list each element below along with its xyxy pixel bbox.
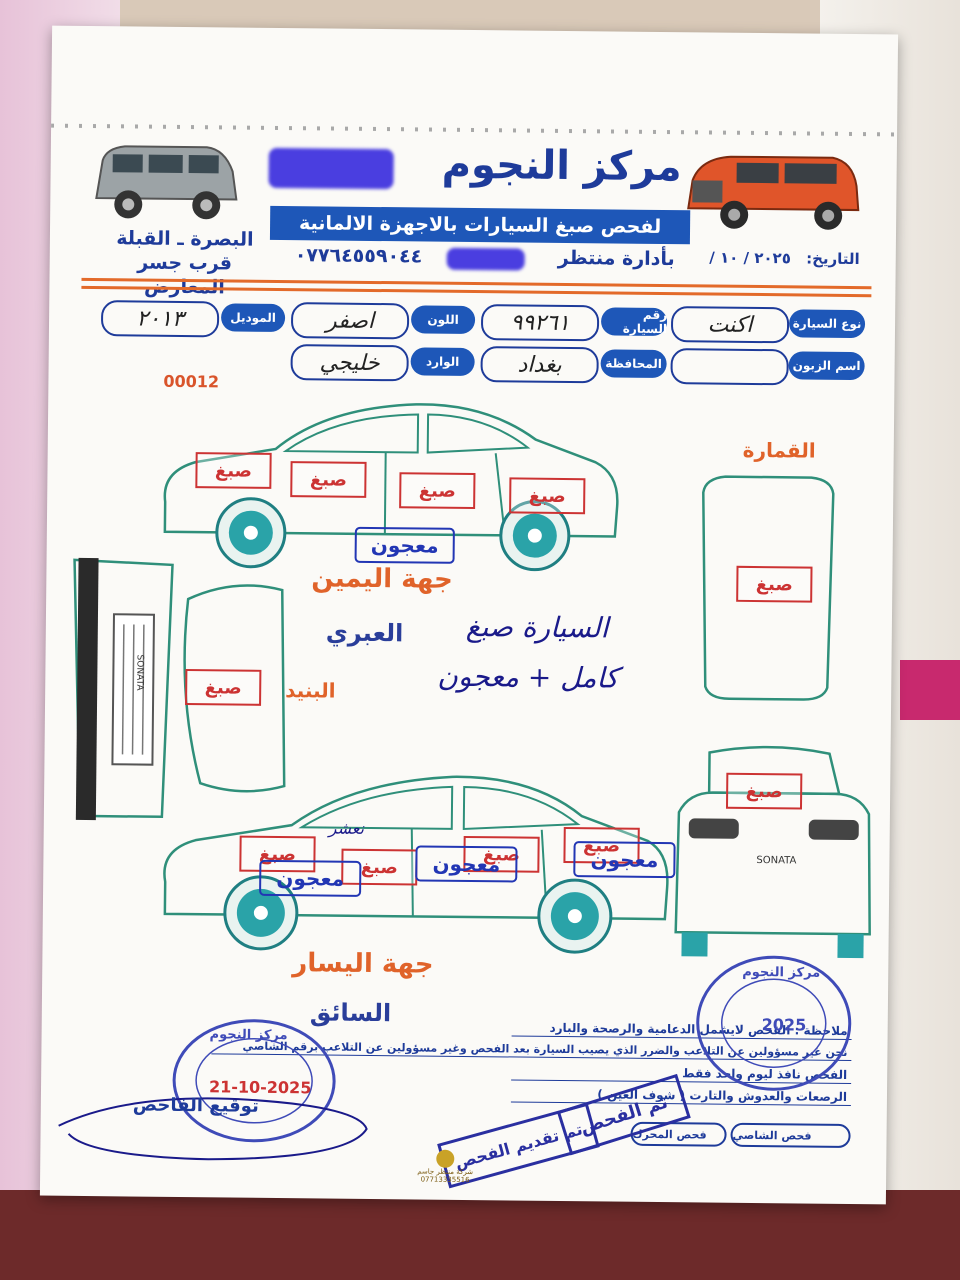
customer-label: اسم الزبون xyxy=(788,351,865,381)
province-field[interactable]: بغداد xyxy=(480,346,599,384)
paint-stamp: صبغ xyxy=(725,772,803,810)
subtitle: لفحص صبغ السيارات بالاجهزة الالمانية xyxy=(269,205,691,245)
color-label: اللون xyxy=(410,305,476,335)
left-side-label: جهة اليسار xyxy=(292,948,434,980)
province-label: المحافظة xyxy=(600,349,667,379)
color-field[interactable]: اصفر xyxy=(290,302,410,340)
handwritten-note-1: السيارة صبغ xyxy=(465,609,609,645)
round-stamp-left-text: مركز النجوم xyxy=(209,1027,288,1044)
location-line-1: البصرة ـ القبلة xyxy=(116,227,254,251)
customer-field[interactable] xyxy=(670,348,789,386)
car-type-label: نوع السيارة xyxy=(788,309,866,339)
perforation xyxy=(51,123,898,137)
putty-stamp: معجون xyxy=(354,526,455,564)
management-label: بأدارة منتظر xyxy=(557,246,675,271)
paint-stamp: صبغ xyxy=(290,461,367,498)
model-field[interactable]: ٢٠١٣ xyxy=(100,300,220,338)
background-pink-corner xyxy=(900,660,960,720)
signature-label: توقيع الفاحص xyxy=(132,1094,259,1117)
bonnet-label: البنيد xyxy=(285,678,336,703)
background-table xyxy=(0,1190,960,1280)
putty-stamp: معجون xyxy=(573,841,676,879)
car-rear-diagram: SONATA xyxy=(674,745,871,959)
putty-stamp: معجون xyxy=(415,845,518,883)
front-bumper-diagram: SONATA xyxy=(73,557,174,821)
round-stamp-right xyxy=(696,955,852,1091)
company-logo: شركة منتظر جاسم 07713335516 xyxy=(415,1149,475,1184)
svg-text:SONATA: SONATA xyxy=(756,855,796,866)
handwritten-note-3: نعشر xyxy=(328,818,365,838)
location-line-2: قرب جسر المعارض xyxy=(137,251,233,299)
suv-image xyxy=(687,155,860,230)
roof-diagram xyxy=(702,475,835,701)
crossbar-label: العبري xyxy=(325,618,404,648)
paint-stamp: صبغ xyxy=(736,565,813,603)
car-right-side-diagram xyxy=(163,403,619,572)
plate-field[interactable]: ٩٩٢٦١ xyxy=(480,304,600,342)
putty-stamp: معجون xyxy=(259,859,362,897)
chassis-check-label: فحص الشاصي xyxy=(732,1128,812,1143)
serial-number: 00012 xyxy=(163,371,220,392)
redaction-mark xyxy=(446,247,525,271)
round-stamp-left xyxy=(172,1019,336,1143)
date-label: التاريخ: xyxy=(806,249,860,269)
page-title: مركز النجوم xyxy=(441,141,682,191)
handwritten-note-2: كامل + معجون xyxy=(437,659,619,695)
phone-number: ٠٧٧٦٤٥٥٩٠٤٤ xyxy=(294,244,423,268)
car-type-field[interactable]: اكنت xyxy=(670,306,790,344)
chassis-check-field[interactable]: فحص الشاصي xyxy=(730,1122,851,1149)
paint-stamp: صبغ xyxy=(509,477,586,515)
paint-stamp: صبغ xyxy=(399,472,476,510)
paint-stamp: صبغ xyxy=(195,452,272,489)
redaction-mark xyxy=(268,147,394,190)
date-line: التاريخ: ٢٠٢٥ / ١٠ / xyxy=(690,248,860,276)
bonnet-diagram xyxy=(183,584,286,793)
svg-text:SONATA: SONATA xyxy=(134,655,144,692)
round-stamp-right-text: مركز النجوم xyxy=(742,964,821,981)
round-stamp-right-date: 2025 xyxy=(761,1015,807,1035)
paint-stamp: صبغ xyxy=(185,669,262,706)
model-label: الموديل xyxy=(220,303,286,333)
inspection-form: مركز النجوم لفحص صبغ السيارات بالاجهزة ا… xyxy=(39,25,899,1205)
import-field[interactable]: خليجي xyxy=(290,344,409,382)
date-value: ٢٠٢٥ / ١٠ / xyxy=(709,248,792,268)
contact-line: ٠٧٧٦٤٥٥٩٠٤٤ بأدارة منتظر xyxy=(295,244,675,274)
car-left-side-diagram xyxy=(163,775,669,954)
right-side-label: جهة اليمين xyxy=(311,563,453,595)
import-label: الوارد xyxy=(410,347,475,377)
logo-icon xyxy=(436,1149,455,1168)
plate-label: رقم السيارة xyxy=(600,307,668,337)
logo-phone: 07713335516 xyxy=(420,1175,470,1185)
signature-scribble xyxy=(58,1097,368,1161)
roof-label: القمارة xyxy=(742,437,816,463)
van-image xyxy=(95,145,238,220)
